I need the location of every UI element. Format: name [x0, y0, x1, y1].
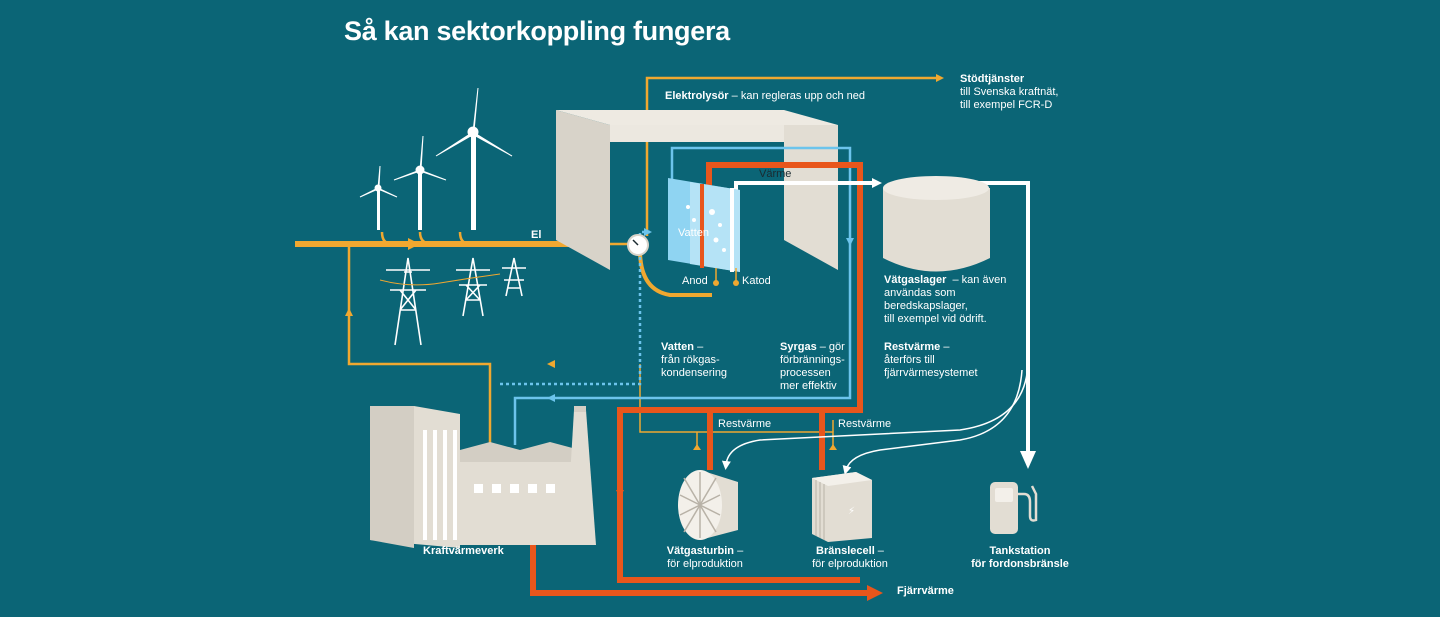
svg-text:⚡: ⚡ [848, 506, 855, 517]
page-title: Så kan sektorkoppling fungera [344, 16, 730, 46]
annotation-syrgas: Syrgas – gör förbrännings- processen mer… [780, 341, 845, 393]
annotation-branslecell: Bränslecell – för elproduktion [800, 545, 900, 571]
fuel-cell-icon: ⚡ [812, 472, 872, 542]
annotation-line: kondensering [661, 367, 728, 379]
label-restvarme-fuelcell: Restvärme [838, 418, 892, 430]
annotation-line: till Svenska kraftnät, [960, 86, 1059, 98]
power-plant-icon [370, 406, 596, 548]
annotation-stodtjanster-title: Stödtjänster [960, 73, 1025, 85]
annotation-restvarme-title: Restvärme [884, 341, 941, 353]
label-varme: Värme [759, 168, 792, 180]
gas-turbine-icon [678, 470, 738, 540]
annotation-vatten-title: Vatten [661, 341, 695, 353]
label-fjarrvarme: Fjärrvärme [897, 585, 954, 597]
annotation-line: från rökgas- [661, 354, 720, 366]
annotation-line: Tankstation [989, 545, 1051, 557]
label-anod: Anod [682, 275, 708, 287]
annotation-line: – kan även [946, 274, 1007, 286]
annotation-line: – [874, 545, 884, 557]
annotation-syrgas-title: Syrgas [780, 341, 817, 353]
annotation-line: – [940, 341, 950, 353]
annotation-elektrolysor-text: – kan regleras upp och ned [728, 90, 865, 102]
water-line [500, 146, 854, 445]
label-vatten: Vatten [678, 227, 709, 239]
annotation-line: beredskapslager, [884, 300, 968, 312]
annotation-vatgasturbin-title: Vätgasturbin [666, 545, 735, 557]
label-el: El [531, 229, 542, 241]
annotation-line: för fordonsbränsle [971, 558, 1069, 570]
annotation-line: processen [780, 367, 831, 379]
wind-turbine-icon [359, 87, 513, 230]
annotation-vatgasturbin: Vätgasturbin – för elproduktion [655, 545, 755, 571]
annotation-vatgaslager: Vätgaslager – kan även användas som bere… [884, 274, 1006, 326]
annotation-line: till exempel FCR-D [960, 99, 1053, 111]
annotation-line: förbrännings- [780, 354, 845, 366]
annotation-line: för elproduktion [667, 558, 743, 570]
annotation-line: mer effektiv [780, 380, 837, 392]
label-restvarme-turbine: Restvärme [718, 418, 772, 430]
annotation-restvarme: Restvärme – återförs till fjärrvärmesyst… [884, 341, 978, 380]
heat-line [530, 162, 883, 601]
annotation-vatgaslager-title: Vätgaslager [884, 274, 947, 286]
annotation-line: – [734, 545, 744, 557]
electrolyser-building [556, 110, 838, 270]
annotation-line: – gör [816, 341, 845, 353]
fuel-pump-icon [990, 482, 1038, 534]
annotation-elektrolysor: Elektrolysör – kan regleras upp och ned [665, 90, 865, 103]
annotation-tankstation: Tankstation för fordonsbränsle [960, 545, 1080, 571]
electrolyser-icon [668, 178, 740, 286]
annotation-line: för elproduktion [812, 558, 888, 570]
annotation-line: återförs till [884, 354, 935, 366]
annotation-line: fjärrvärmesystemet [884, 367, 978, 379]
annotation-line: användas som [884, 287, 956, 299]
annotation-line: till exempel vid ödrift. [884, 313, 987, 325]
annotation-line: – [694, 341, 704, 353]
annotation-vatten: Vatten – från rökgas- kondensering [661, 341, 727, 380]
label-kraftvarmeverk: Kraftvärmeverk [423, 545, 504, 557]
annotation-elektrolysor-title: Elektrolysör [665, 90, 729, 102]
label-katod: Katod [742, 275, 771, 287]
annotation-stodtjanster: Stödtjänster till Svenska kraftnät, till… [960, 73, 1058, 112]
power-pylon-icon [379, 257, 526, 346]
meter-icon [627, 234, 649, 256]
hydrogen-tank-icon [883, 176, 990, 272]
annotation-branslecell-title: Bränslecell [816, 545, 875, 557]
